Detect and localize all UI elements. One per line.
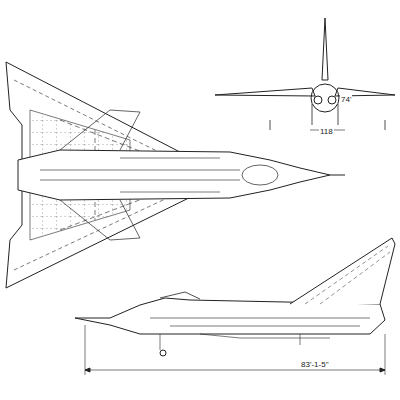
dimension-label: 118 [319,127,334,136]
side-view [75,238,395,375]
dimension-label: 74' [340,95,352,104]
front-view [215,18,395,130]
dimension-label: 83'-1-5" [300,360,330,369]
